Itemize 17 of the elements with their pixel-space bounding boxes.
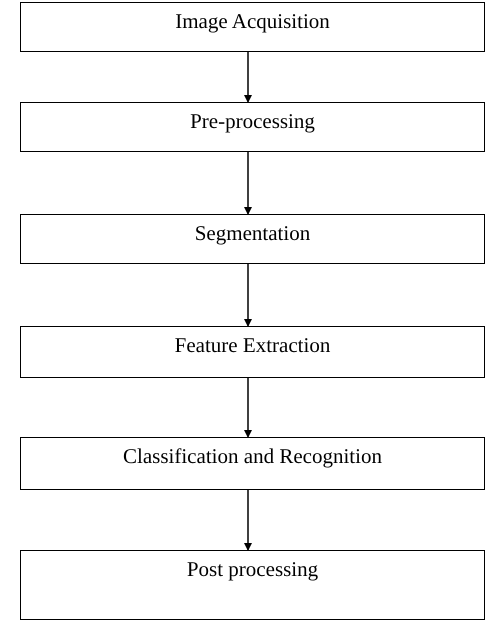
step-label: Classification and Recognition <box>122 444 383 469</box>
process-box <box>20 2 485 52</box>
process-box <box>20 214 485 264</box>
process-box <box>20 326 485 378</box>
step-label: Image Acquisition <box>174 9 331 34</box>
arrow <box>244 152 252 215</box>
arrow <box>244 378 252 438</box>
process-box <box>20 550 485 620</box>
step-label: Post processing <box>186 557 320 582</box>
arrow <box>244 264 252 327</box>
arrow <box>244 52 252 103</box>
process-box <box>20 102 485 152</box>
step-label: Segmentation <box>194 221 312 246</box>
step-label: Feature Extraction <box>174 333 332 358</box>
arrow <box>244 490 252 551</box>
step-label: Pre-processing <box>189 109 316 134</box>
process-box <box>20 437 485 490</box>
